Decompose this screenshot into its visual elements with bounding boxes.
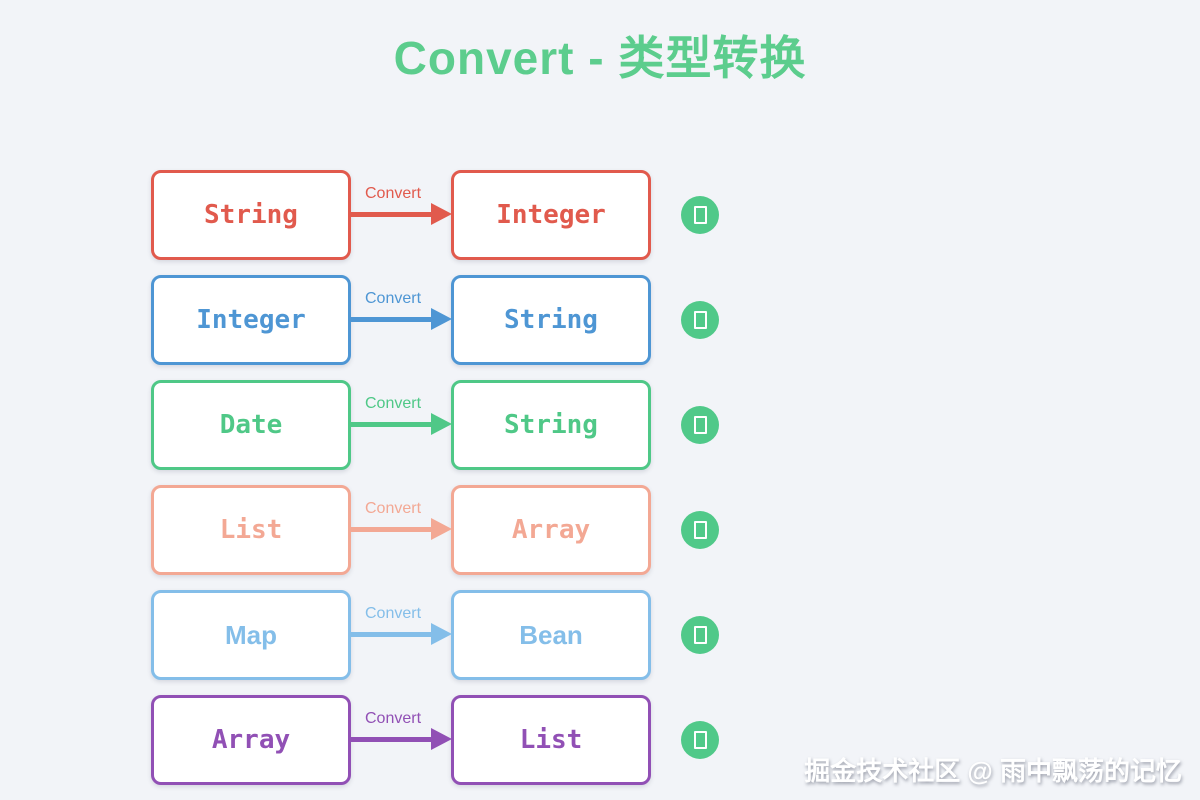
source-type-label: Map	[225, 619, 277, 650]
convert-arrow-label: Convert	[364, 500, 422, 517]
target-type-box: Bean	[451, 590, 651, 680]
source-type-label: Date	[219, 410, 283, 440]
arrow-head-icon	[431, 413, 452, 435]
arrow-head-icon	[431, 623, 452, 645]
source-type-box: Map	[151, 590, 351, 680]
arrow-head-icon	[431, 518, 452, 540]
conversion-row-list-array: List Convert Array	[151, 485, 719, 575]
convert-arrow-label: Convert	[364, 395, 422, 412]
source-type-label: String	[204, 200, 298, 230]
target-type-box: String	[451, 380, 651, 470]
target-type-box: Integer	[451, 170, 651, 260]
page-title: Convert - 类型转换	[393, 32, 807, 84]
source-type-box: String	[151, 170, 351, 260]
missing-glyph-icon	[693, 311, 707, 329]
target-type-label: String	[504, 410, 598, 440]
conversion-row-array-list: Array Convert List	[151, 695, 719, 785]
missing-glyph-icon	[693, 206, 707, 224]
arrow-shaft	[351, 527, 433, 532]
conversion-row-date-string: Date Convert String	[151, 380, 719, 470]
status-circle	[681, 196, 719, 234]
convert-arrow: Convert	[351, 170, 452, 260]
conversion-row-map-bean: Map Convert Bean	[151, 590, 719, 680]
status-circle	[681, 301, 719, 339]
convert-arrow-label: Convert	[364, 605, 422, 622]
arrow-head-icon	[431, 728, 452, 750]
status-circle	[681, 721, 719, 759]
arrow-shaft	[351, 422, 433, 427]
source-type-label: Array	[211, 725, 291, 755]
convert-arrow-label: Convert	[364, 185, 422, 202]
source-type-box: List	[151, 485, 351, 575]
target-type-box: Array	[451, 485, 651, 575]
source-type-box: Integer	[151, 275, 351, 365]
arrow-head-icon	[431, 203, 452, 225]
status-circle	[681, 406, 719, 444]
convert-arrow-label: Convert	[364, 290, 422, 307]
target-type-label: Bean	[519, 619, 583, 650]
convert-arrow-label: Convert	[364, 710, 422, 727]
status-circle	[681, 616, 719, 654]
source-type-label: Integer	[196, 305, 306, 335]
watermark: 掘金技术社区 @ 雨中飘荡的记忆	[804, 756, 1182, 786]
arrow-shaft	[351, 632, 433, 637]
convert-arrow: Convert	[351, 590, 452, 680]
missing-glyph-icon	[693, 521, 707, 539]
convert-arrow: Convert	[351, 275, 452, 365]
missing-glyph-icon	[693, 416, 707, 434]
target-type-box: List	[451, 695, 651, 785]
arrow-shaft	[351, 212, 433, 217]
source-type-box: Date	[151, 380, 351, 470]
conversion-row-integer-string: Integer Convert String	[151, 275, 719, 365]
missing-glyph-icon	[693, 626, 707, 644]
target-type-label: String	[504, 305, 598, 335]
source-type-label: List	[219, 515, 283, 545]
convert-arrow: Convert	[351, 485, 452, 575]
conversion-row-string-integer: String Convert Integer	[151, 170, 719, 260]
conversion-diagram: String Convert Integer Integer Convert S…	[151, 170, 719, 785]
target-type-box: String	[451, 275, 651, 365]
status-circle	[681, 511, 719, 549]
arrow-head-icon	[431, 308, 452, 330]
target-type-label: Integer	[496, 200, 606, 230]
missing-glyph-icon	[693, 731, 707, 749]
source-type-box: Array	[151, 695, 351, 785]
target-type-label: Array	[511, 515, 591, 545]
target-type-label: List	[519, 725, 583, 755]
arrow-shaft	[351, 317, 433, 322]
convert-arrow: Convert	[351, 695, 452, 785]
convert-arrow: Convert	[351, 380, 452, 470]
arrow-shaft	[351, 737, 433, 742]
